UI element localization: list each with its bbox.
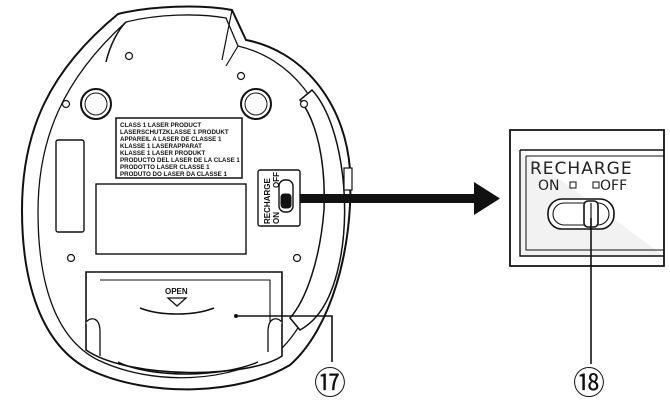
screw-4 [299, 99, 309, 109]
hinge-line [221, 9, 239, 67]
rubber-foot-right-inner [244, 92, 268, 116]
device-recharge-label: RECHARGE [263, 178, 272, 224]
callout-leaders [236, 218, 592, 364]
device-off-label: OFF [272, 172, 281, 188]
laser-label-plate [115, 117, 243, 179]
door-grip-left [85, 318, 101, 356]
arrow-shaft [300, 194, 476, 203]
screw-1 [61, 99, 71, 109]
callout-17-dot [234, 314, 238, 318]
laser-label-line: PRODUCTO DEL LASER DE LA CLASE 1 [120, 157, 240, 164]
screw-3 [236, 71, 246, 81]
side-grip [289, 88, 346, 331]
screw-5 [66, 253, 76, 263]
side-jack [343, 167, 353, 191]
enlarged-switch-panel [509, 129, 665, 267]
callout-17-leader [236, 315, 333, 362]
panel-recharge-title: RECHARGE [530, 159, 633, 179]
cd-player-body [20, 5, 353, 391]
laser-label-line: LASERSCHUTZKLASSE 1 PRODUKT [120, 129, 229, 136]
on-indicator-square [569, 181, 577, 189]
laser-label-line: PRODUTO DO LASER DA CLASSE 1 [120, 171, 227, 178]
device-switch-labels: RECHARGE ON OFF [263, 172, 281, 224]
recharge-switch-knob [280, 193, 292, 209]
door-open-label: OPEN [165, 287, 188, 296]
door-release-tab [139, 307, 215, 315]
panel-switch-slot-inner [552, 202, 610, 226]
laser-label-line: KLASSE 1 LASER PRODUKT [120, 150, 205, 157]
rubber-foot-left-inner [84, 92, 108, 116]
laser-label-text: CLASS 1 LASER PRODUCT LASERSCHUTZKLASSE … [120, 122, 240, 178]
callout-17-number: ⑰ [314, 364, 346, 402]
laser-label-line: KLASSE 1 LASERAPPARAT [120, 143, 202, 150]
panel-off-label: OFF [600, 178, 627, 194]
laser-label-line: APPAREIL A LASER DE CLASSE 1 [120, 136, 222, 143]
device-on-label: ON [272, 212, 281, 224]
bottom-rim [117, 361, 259, 375]
arrow-head [474, 182, 500, 215]
pointer-arrow [300, 182, 500, 215]
panel-recess-shadow [525, 155, 664, 251]
left-recess [55, 139, 85, 233]
panel-on-label: ON [538, 178, 560, 194]
callout-18-number: ⑱ [573, 364, 605, 402]
screw-6 [292, 253, 302, 263]
off-indicator-square [592, 181, 600, 189]
laser-label-line: CLASS 1 LASER PRODUCT [120, 122, 201, 129]
laser-label-line: PRODOTTO LASER CLASSE 1 [120, 164, 210, 171]
center-plate [95, 183, 247, 255]
screw-2 [124, 51, 134, 61]
open-arrow-icon [166, 297, 188, 307]
hinge-bump [105, 21, 127, 63]
door-grip-right [267, 318, 283, 352]
